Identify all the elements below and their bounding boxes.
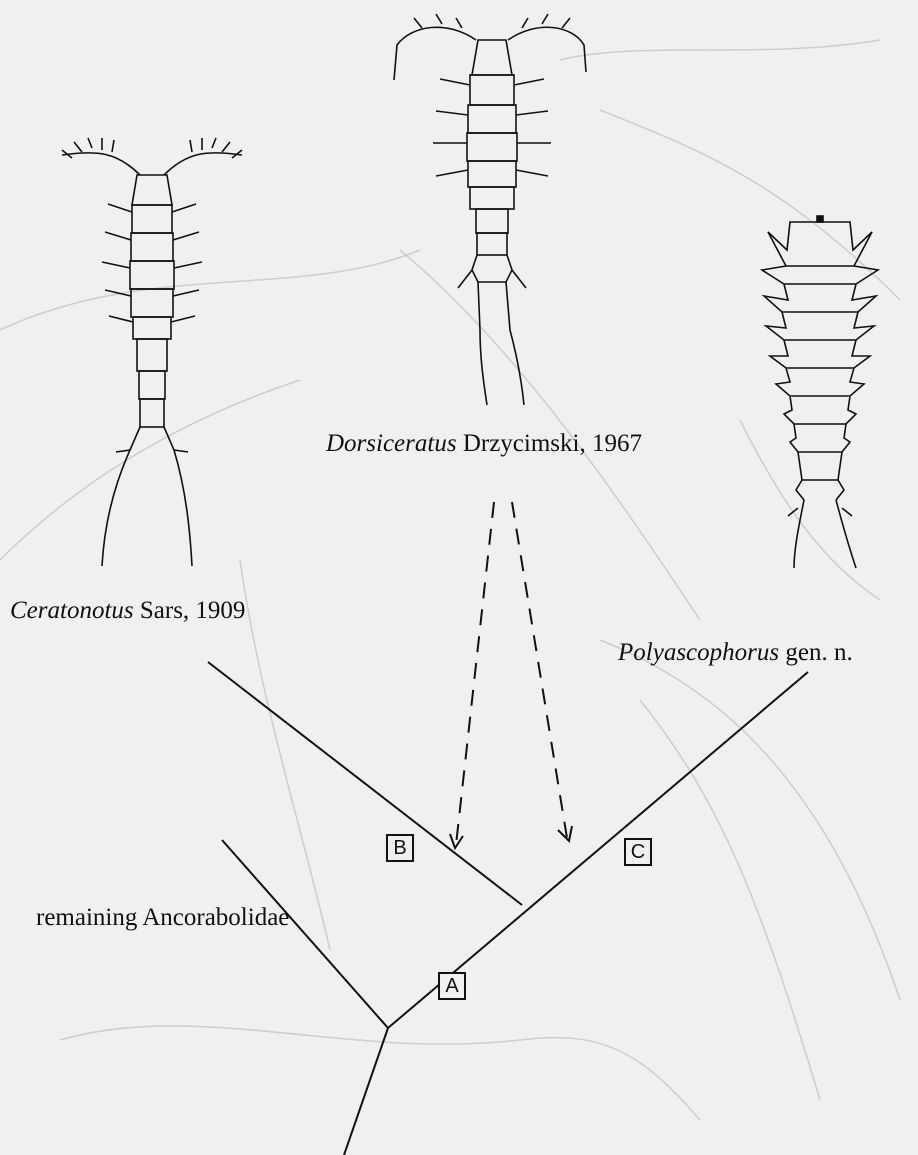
- polyascophorus-label: Polyascophorus gen. n.: [618, 640, 853, 665]
- ceratonotus-genus: Ceratonotus: [10, 597, 134, 624]
- dorsiceratus-authority: Drzycimski, 1967: [463, 430, 642, 457]
- node-c-box: C: [624, 838, 652, 866]
- arrowheads: [450, 826, 572, 848]
- node-b-box: B: [386, 834, 414, 862]
- dorsiceratus-dashed-arrows: [456, 502, 567, 845]
- dashed-arrow-right: [512, 502, 567, 838]
- cladogram-branches: [208, 662, 808, 1155]
- node-a-box: A: [438, 972, 466, 1000]
- dorsiceratus-label: Dorsiceratus Drzycimski, 1967: [326, 431, 642, 456]
- branch-remaining-ancorabolidae: [222, 840, 388, 1028]
- remaining-ancorabolidae-label: remaining Ancorabolidae: [36, 905, 289, 930]
- root-stem: [344, 1028, 388, 1155]
- ceratonotus-label: Ceratonotus Sars, 1909: [10, 598, 245, 623]
- polyascophorus-illustration: [762, 216, 878, 568]
- ceratonotus-illustration: [62, 138, 242, 566]
- ceratonotus-authority: Sars, 1909: [140, 597, 246, 624]
- background-faint-sketch: [0, 40, 900, 1120]
- dorsiceratus-illustration: [394, 14, 586, 405]
- branch-ceratonotus: [208, 662, 522, 905]
- dorsiceratus-genus: Dorsiceratus: [326, 430, 457, 457]
- dashed-arrow-left: [456, 502, 494, 845]
- polyascophorus-authority: gen. n.: [785, 639, 852, 666]
- polyascophorus-genus: Polyascophorus: [618, 639, 779, 666]
